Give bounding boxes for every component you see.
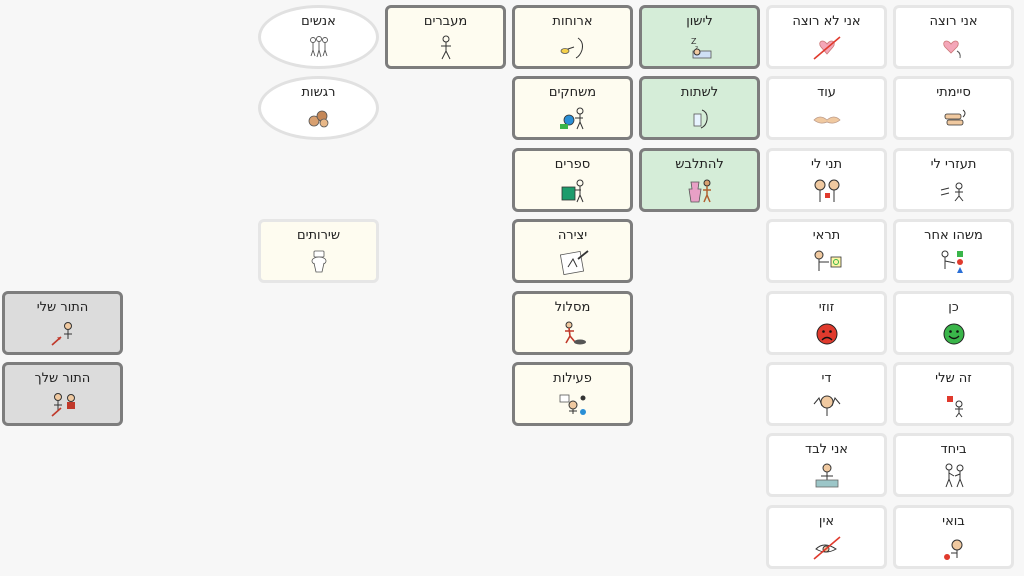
cell-activity[interactable]: פעילות: [512, 362, 633, 426]
cell-help-me[interactable]: תעזרי לי: [893, 148, 1014, 212]
cell-label: פעילות: [553, 371, 592, 386]
cell-label: בואי: [942, 514, 965, 529]
cell-give-me[interactable]: תני לי: [766, 148, 887, 212]
cell-people[interactable]: אנשים: [258, 5, 379, 69]
together-icon: [945, 463, 963, 488]
mine-icon: [946, 396, 963, 418]
cell-label: משחקים: [548, 85, 597, 100]
something-else-icon: [941, 250, 963, 273]
cell-label: לישון: [686, 14, 713, 29]
cell-label: סיימתי: [936, 85, 971, 100]
cell-none[interactable]: אין: [766, 505, 887, 569]
cell-label: תני לי: [810, 157, 843, 172]
creation-icon: [559, 250, 589, 275]
alone-icon: [815, 463, 838, 488]
cell-label: יצירה: [557, 228, 588, 243]
cell-label: משהו אחר: [924, 228, 983, 243]
heart-crossed-icon: [812, 36, 841, 60]
cell-i-dont-want[interactable]: אני לא רוצה: [766, 5, 887, 69]
cell-something-else[interactable]: משהו אחר: [893, 219, 1014, 283]
cell-drink[interactable]: לשתות: [639, 76, 760, 140]
cell-your-turn[interactable]: התור שלך: [2, 362, 123, 426]
cell-label: תעזרי לי: [930, 157, 977, 172]
none-crossed-icon: [812, 536, 841, 560]
cell-look[interactable]: תראי: [766, 219, 887, 283]
cell-games[interactable]: משחקים: [512, 76, 633, 140]
help-icon: [940, 182, 963, 202]
cell-label: זה שלי: [935, 371, 972, 386]
cell-enough[interactable]: די: [766, 362, 887, 426]
walking-icon: [440, 35, 451, 60]
stop-icon: [813, 395, 840, 416]
cell-label: אין: [818, 514, 835, 529]
cell-meals[interactable]: ארוחות: [512, 5, 633, 69]
cell-emotions[interactable]: רגשות: [258, 76, 379, 140]
cell-label: התור שלי: [36, 300, 89, 315]
cell-label: ארוחות: [552, 14, 593, 29]
activity-icon: [559, 394, 586, 415]
svg-text:Z: Z: [691, 37, 697, 46]
cell-label: להתלבש: [675, 157, 724, 172]
people-icon: [309, 36, 328, 58]
cell-creation[interactable]: יצירה: [512, 219, 633, 283]
cell-label: ספרים: [554, 157, 591, 172]
cell-finished[interactable]: סיימתי: [893, 76, 1014, 140]
cell-come[interactable]: בואי: [893, 505, 1014, 569]
cell-yes[interactable]: כן: [893, 291, 1014, 355]
more-hands-icon: [812, 116, 841, 124]
cell-label: ביחד: [940, 442, 967, 457]
books-icon: [561, 179, 583, 203]
dress-icon: [688, 179, 711, 203]
cell-more[interactable]: עוד: [766, 76, 887, 140]
drink-icon: [693, 109, 708, 129]
games-icon: [559, 107, 583, 130]
hands-done-icon: [944, 109, 965, 126]
sad-face-icon: [816, 323, 837, 345]
cell-label: עוד: [817, 85, 836, 100]
cell-label: מעברים: [423, 14, 468, 29]
meals-icon: [560, 37, 583, 59]
cell-label: לשתות: [680, 85, 719, 100]
cell-label: שירותים: [296, 228, 341, 243]
my-turn-icon: [50, 322, 72, 346]
svg-text:z: z: [695, 45, 698, 52]
cell-label: די: [821, 371, 832, 386]
give-me-icon: [814, 179, 839, 202]
your-turn-icon: [50, 393, 75, 417]
cell-move[interactable]: זוזי: [766, 291, 887, 355]
cell-get-dressed[interactable]: להתלבש: [639, 148, 760, 212]
cell-label: אני רוצה: [929, 14, 978, 29]
come-icon: [943, 539, 962, 560]
cell-books[interactable]: ספרים: [512, 148, 633, 212]
cell-label: אנשים: [301, 14, 336, 29]
cell-together[interactable]: ביחד: [893, 433, 1014, 497]
cell-my-turn[interactable]: התור שלי: [2, 291, 123, 355]
cell-label: כן: [948, 300, 959, 315]
cell-its-mine[interactable]: זה שלי: [893, 362, 1014, 426]
cell-label: אני לא רוצה: [792, 14, 861, 29]
cell-label: רגשות: [301, 85, 336, 100]
look-icon: [814, 250, 841, 271]
cell-toilet[interactable]: שירותים: [258, 219, 379, 283]
toilet-icon: [311, 250, 326, 273]
cell-by-myself[interactable]: אני לבד: [766, 433, 887, 497]
emotions-icon: [308, 110, 328, 128]
cell-track[interactable]: מסלול: [512, 291, 633, 355]
sleep-icon: Zz: [691, 37, 711, 59]
happy-face-icon: [943, 323, 964, 345]
cell-label: זוזי: [818, 300, 835, 315]
cell-label: תראי: [812, 228, 841, 243]
heart-hand-icon: [942, 40, 961, 59]
cell-label: מסלול: [554, 300, 591, 315]
cell-i-want[interactable]: אני רוצה: [893, 5, 1014, 69]
cell-label: אני לבד: [805, 442, 848, 457]
cell-transitions[interactable]: מעברים: [385, 5, 506, 69]
cell-label: התור שלך: [34, 371, 91, 386]
track-icon: [564, 321, 586, 345]
